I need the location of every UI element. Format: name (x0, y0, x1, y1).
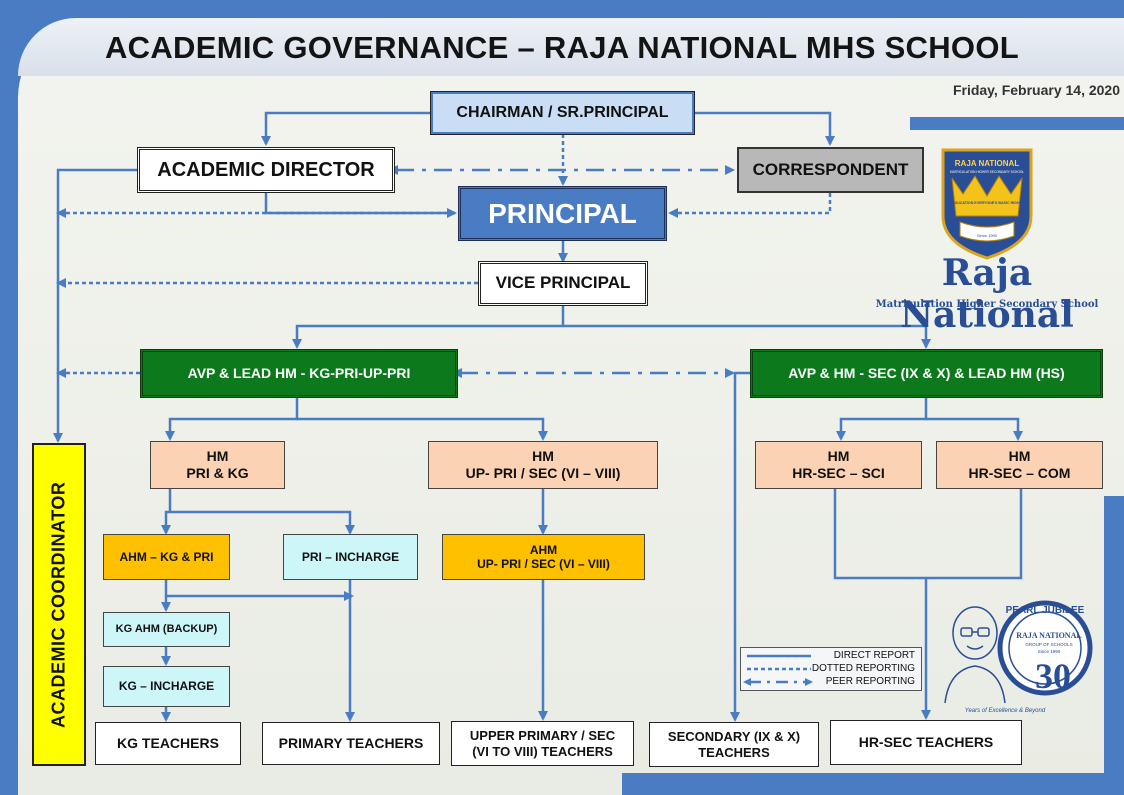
node-pri-incharge: PRI – INCHARGE (283, 534, 418, 580)
jubilee-tagline: Years of Excellence & Beyond (965, 708, 1046, 714)
node-upper-primary-teachers: UPPER PRIMARY / SEC (VI TO VIII) TEACHER… (451, 721, 634, 766)
line-vp-avp-sec (563, 324, 931, 349)
jubilee-years: 30 (1035, 656, 1071, 696)
node-principal-label: PRINCIPAL (488, 197, 637, 229)
line-avp-sec-hms (836, 398, 928, 441)
jubilee-ribbon: PEARL JUBILEE (1006, 605, 1085, 616)
node-kg-teachers-label: KG TEACHERS (117, 735, 219, 752)
node-academic-director: ACADEMIC DIRECTOR (137, 147, 395, 193)
line-hm-pri-split (161, 489, 172, 535)
date-label: Friday, February 14, 2020 (952, 82, 1120, 98)
node-chairman: CHAIRMAN / SR.PRINCIPAL (430, 91, 695, 135)
node-academic-coordinator-label: ACADEMIC COORDINATOR (48, 481, 69, 728)
portrait-icon (944, 606, 1006, 704)
node-hm-pri-kg-label: HM PRI & KG (186, 448, 249, 481)
school-name-subtitle: Matriculation Higher Secondary School (875, 299, 1099, 310)
line-director-coordinator (53, 168, 138, 443)
node-vice-principal: VICE PRINCIPAL (478, 261, 648, 306)
decor-stripe-right (1104, 496, 1124, 795)
node-ahm-up-pri-label: AHM UP- PRI / SEC (VI – VIII) (477, 542, 610, 571)
node-hm-up-pri: HM UP- PRI / SEC (VI – VIII) (428, 441, 658, 489)
legend-lines (743, 654, 813, 686)
node-hm-hrsec-com-label: HM HR-SEC – COM (968, 448, 1071, 481)
legend-dotted: DOTTED REPORTING (811, 663, 915, 674)
node-avp-kg-label: AVP & LEAD HM - KG-PRI-UP-PRI (187, 365, 411, 382)
crest-since: Since 1990 (977, 233, 998, 238)
line-avp-sec-hm-com (926, 417, 1023, 441)
node-primary-teachers-label: PRIMARY TEACHERS (278, 735, 424, 752)
crest-motto: EDUCATION EVERYONE'S BASIC RIGHT (952, 201, 1022, 205)
node-hm-up-pri-label: HM UP- PRI / SEC (VI – VIII) (465, 448, 621, 481)
node-correspondent: CORRESPONDENT (737, 147, 924, 193)
node-principal: PRINCIPAL (458, 186, 667, 241)
node-kg-ahm-backup: KG AHM (BACKUP) (103, 612, 230, 647)
title-band (18, 18, 1124, 76)
node-vice-principal-label: VICE PRINCIPAL (495, 273, 631, 293)
crest-name: RAJA NATIONAL (955, 159, 1020, 168)
school-crest-logo: RAJA NATIONAL MATRICULATION HIGHER SECON… (941, 148, 1033, 260)
line-avp-kg-hms (165, 398, 299, 441)
node-avp-kg: AVP & LEAD HM - KG-PRI-UP-PRI (140, 349, 458, 398)
pearl-jubilee-logo: PEARL JUBILEE RAJA NATIONAL GROUP OF SCH… (944, 600, 1093, 714)
line-hm-pri-incharge (170, 510, 355, 535)
node-hm-hrsec-sci: HM HR-SEC – SCI (755, 441, 922, 489)
node-upper-primary-teachers-label: UPPER PRIMARY / SEC (VI TO VIII) TEACHER… (469, 727, 616, 759)
node-hm-hrsec-sci-label: HM HR-SEC – SCI (792, 448, 885, 481)
line-director-principal (264, 193, 457, 218)
node-kg-teachers: KG TEACHERS (95, 722, 241, 765)
node-primary-teachers: PRIMARY TEACHERS (262, 722, 440, 765)
node-ahm-up-pri: AHM UP- PRI / SEC (VI – VIII) (442, 534, 645, 580)
node-chairman-label: CHAIRMAN / SR.PRINCIPAL (456, 104, 669, 122)
node-hm-pri-kg: HM PRI & KG (150, 441, 285, 489)
line-hrsec-merge (833, 489, 1023, 580)
crest-sub: MATRICULATION HIGHER SECONDARY SCHOOL (950, 170, 1024, 174)
node-secondary-teachers: SECONDARY (IX & X) TEACHERS (649, 722, 819, 767)
jubilee-group: GROUP OF SCHOOLS (1025, 642, 1072, 647)
legend-direct: DIRECT REPORT (833, 650, 915, 661)
node-avp-sec: AVP & HM - SEC (IX & X) & LEAD HM (HS) (750, 349, 1103, 398)
node-secondary-teachers-label: SECONDARY (IX & X) TEACHERS (667, 728, 801, 760)
node-kg-ahm-backup-label: KG AHM (BACKUP) (115, 622, 218, 635)
jubilee-name: RAJA NATIONAL (1016, 631, 1081, 640)
line-avp-sec-teachers (730, 371, 750, 722)
decor-stripe-top (910, 117, 1124, 130)
node-hrsec-teachers: HR-SEC TEACHERS (830, 720, 1022, 765)
decor-stripe-bottom (622, 773, 1124, 795)
node-academic-director-label: ACADEMIC DIRECTOR (157, 159, 375, 181)
node-hm-hrsec-com: HM HR-SEC – COM (936, 441, 1103, 489)
node-academic-coordinator: ACADEMIC COORDINATOR (32, 443, 86, 766)
node-kg-incharge-label: KG – INCHARGE (118, 679, 215, 694)
node-avp-sec-label: AVP & HM - SEC (IX & X) & LEAD HM (HS) (788, 365, 1065, 382)
line-chairman-director (261, 111, 431, 146)
node-correspondent-label: CORRESPONDENT (752, 159, 909, 179)
jubilee-since: Since 1990 (1038, 649, 1061, 654)
node-kg-incharge: KG – INCHARGE (103, 666, 230, 707)
school-name-logo: Raja National (900, 252, 1074, 336)
line-avp-kg-hm-up (297, 417, 548, 441)
line-vp-split (292, 306, 565, 349)
node-pri-incharge-label: PRI – INCHARGE (301, 549, 400, 564)
node-ahm-kg-pri-label: AHM – KG & PRI (119, 549, 214, 564)
line-chairman-correspondent (694, 111, 835, 146)
page-title: ACADEMIC GOVERNANCE – RAJA NATIONAL MHS … (105, 30, 1019, 65)
node-hrsec-teachers-label: HR-SEC TEACHERS (858, 734, 994, 751)
legend-peer: PEER REPORTING (825, 676, 915, 687)
node-ahm-kg-pri: AHM – KG & PRI (103, 534, 230, 580)
legend: DIRECT REPORT DOTTED REPORTING PEER REPO… (740, 647, 922, 691)
dotted-correspondent-principal (668, 193, 832, 218)
